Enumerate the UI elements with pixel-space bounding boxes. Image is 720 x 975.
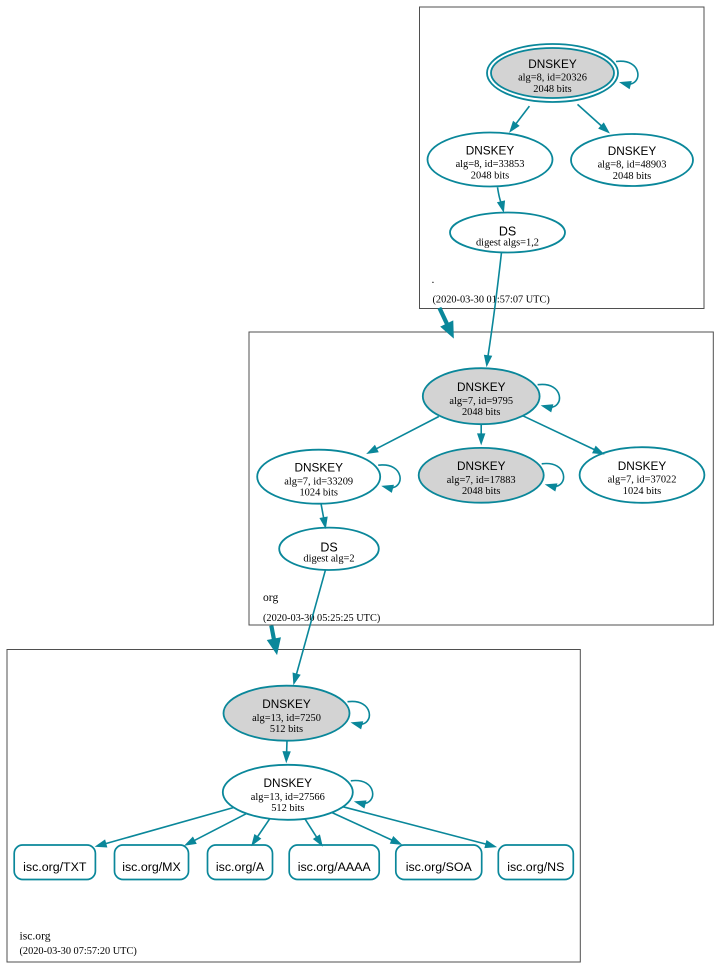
svg-text:DNSKEY: DNSKEY (294, 461, 343, 475)
svg-text:alg=7, id=17883: alg=7, id=17883 (447, 475, 516, 486)
svg-text:DNSKEY: DNSKEY (457, 380, 506, 394)
svg-text:512 bits: 512 bits (270, 724, 303, 735)
svg-text:DNSKEY: DNSKEY (466, 143, 515, 157)
svg-text:.: . (432, 273, 435, 286)
svg-text:isc.org/A: isc.org/A (216, 860, 265, 874)
svg-text:2048 bits: 2048 bits (462, 486, 500, 497)
svg-text:DNSKEY: DNSKEY (262, 697, 311, 711)
svg-text:(2020-03-30 07:57:20 UTC): (2020-03-30 07:57:20 UTC) (20, 946, 137, 957)
svg-text:DS: DS (320, 541, 337, 555)
svg-text:1024 bits: 1024 bits (299, 488, 337, 499)
svg-text:DNSKEY: DNSKEY (457, 459, 506, 473)
svg-text:isc.org/MX: isc.org/MX (122, 860, 181, 874)
svg-text:alg=7, id=9795: alg=7, id=9795 (449, 396, 513, 407)
svg-text:isc.org/AAAA: isc.org/AAAA (298, 860, 372, 874)
svg-text:org: org (263, 591, 278, 604)
svg-text:2048 bits: 2048 bits (533, 84, 571, 95)
svg-text:digest alg=2: digest alg=2 (303, 554, 354, 565)
svg-text:digest algs=1,2: digest algs=1,2 (476, 237, 539, 248)
svg-text:isc.org: isc.org (20, 930, 51, 943)
svg-text:2048 bits: 2048 bits (471, 170, 509, 181)
svg-text:isc.org/NS: isc.org/NS (507, 860, 564, 874)
svg-text:isc.org/TXT: isc.org/TXT (23, 860, 87, 874)
svg-text:alg=13, id=27566: alg=13, id=27566 (251, 792, 325, 803)
svg-text:DNSKEY: DNSKEY (618, 459, 667, 473)
svg-text:DNSKEY: DNSKEY (528, 57, 577, 71)
svg-text:alg=7, id=37022: alg=7, id=37022 (608, 475, 677, 486)
svg-text:DS: DS (499, 224, 516, 238)
svg-text:1024 bits: 1024 bits (623, 486, 661, 497)
svg-text:alg=8, id=33853: alg=8, id=33853 (456, 159, 525, 170)
svg-text:alg=7, id=33209: alg=7, id=33209 (284, 476, 353, 487)
svg-text:2048 bits: 2048 bits (613, 171, 651, 182)
svg-text:isc.org/SOA: isc.org/SOA (406, 860, 473, 874)
svg-text:alg=8, id=20326: alg=8, id=20326 (518, 73, 587, 84)
svg-text:DNSKEY: DNSKEY (264, 776, 313, 790)
svg-text:(2020-03-30 01:57:07 UTC): (2020-03-30 01:57:07 UTC) (433, 294, 550, 305)
svg-text:alg=13, id=7250: alg=13, id=7250 (252, 713, 321, 724)
svg-text:DNSKEY: DNSKEY (608, 144, 657, 158)
svg-text:alg=8, id=48903: alg=8, id=48903 (598, 160, 667, 171)
svg-text:2048 bits: 2048 bits (462, 407, 500, 418)
svg-text:(2020-03-30 05:25:25 UTC): (2020-03-30 05:25:25 UTC) (263, 613, 380, 624)
svg-text:512 bits: 512 bits (271, 803, 304, 814)
